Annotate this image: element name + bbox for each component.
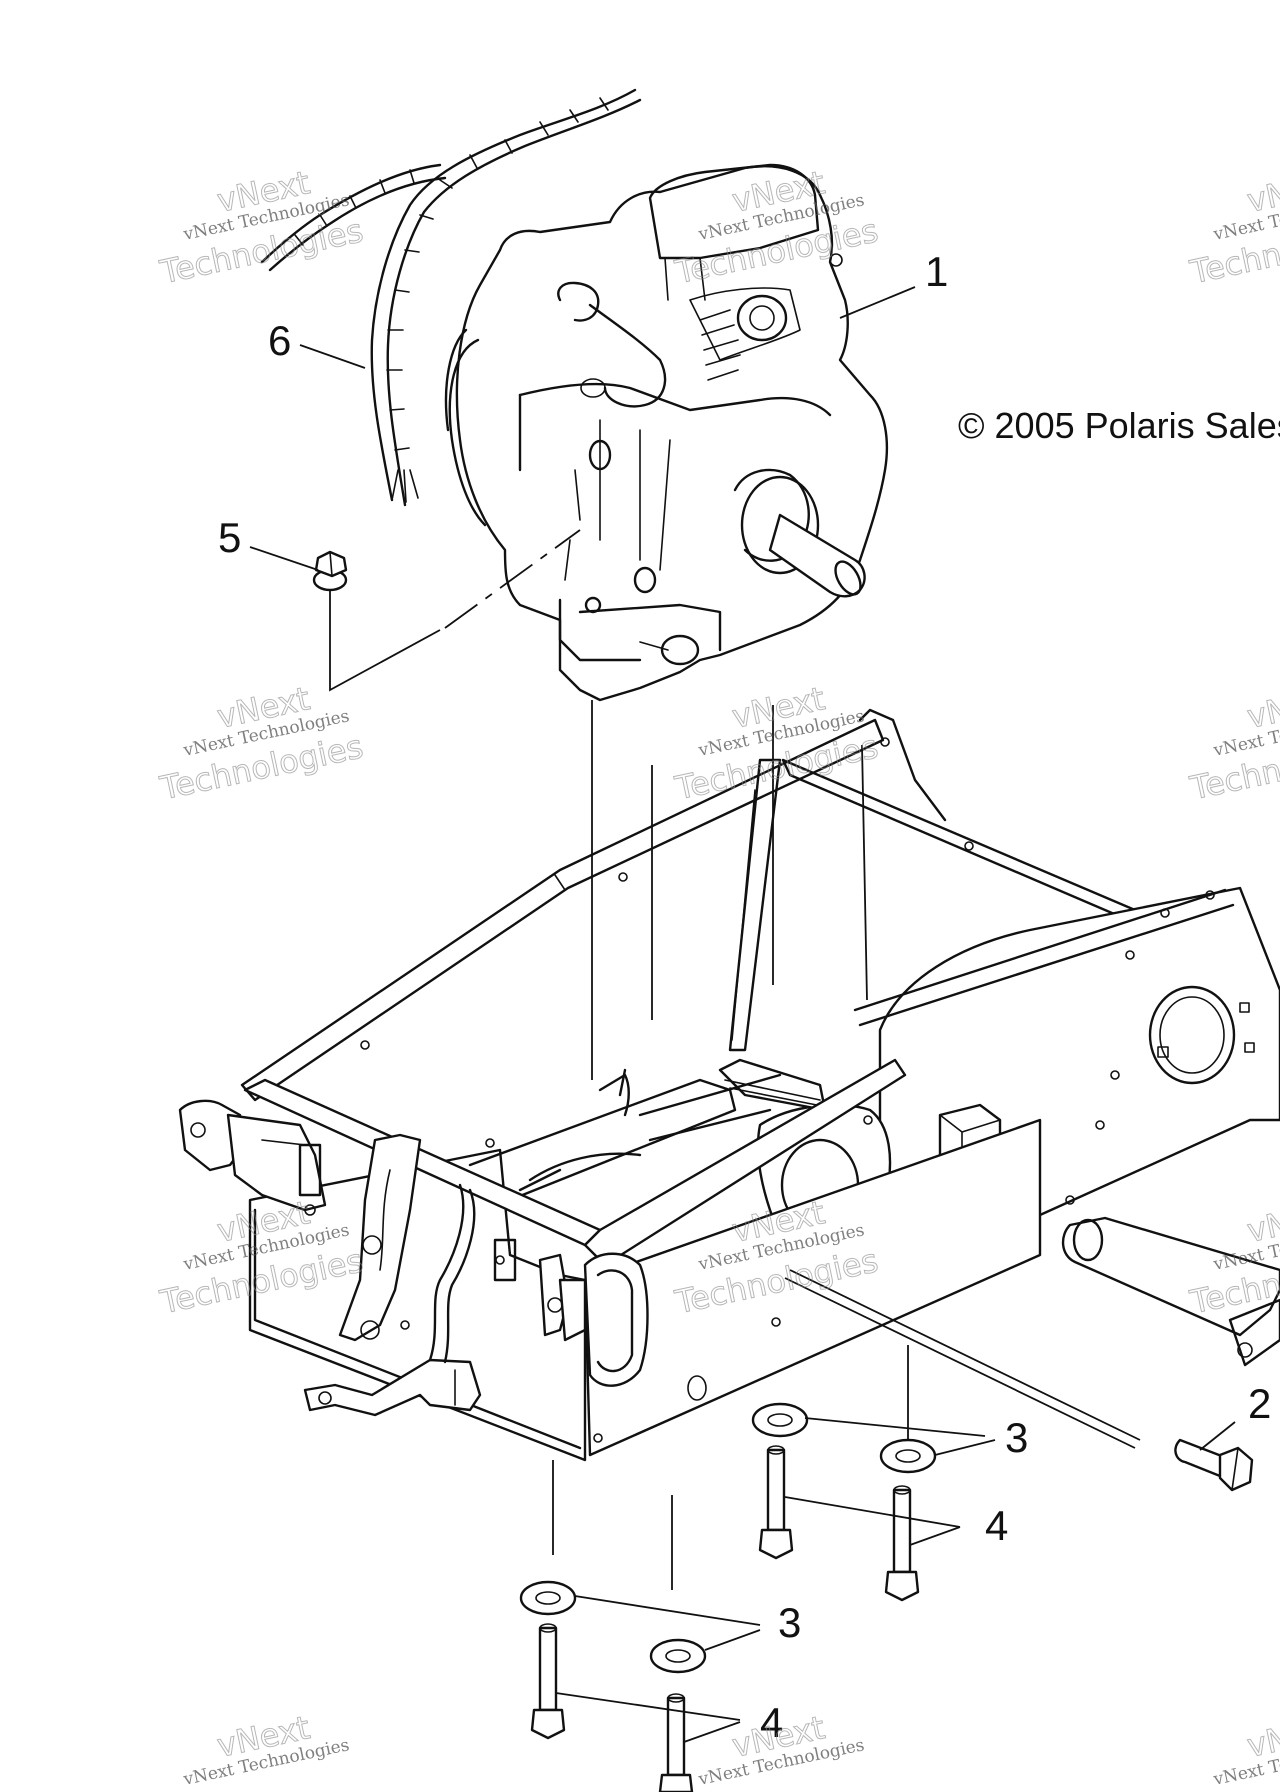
callout-6: 6: [268, 317, 291, 364]
bolt-icon: [1174, 1438, 1254, 1492]
svg-text:vNext: vNext: [1244, 163, 1280, 220]
callout-4: 4: [985, 1502, 1008, 1549]
svg-text:vNext: vNext: [1244, 679, 1280, 736]
flange-nut-icon: [312, 550, 348, 592]
wire-harness-icon: [260, 88, 642, 507]
callout-3: 3: [778, 1599, 801, 1646]
engine-assembly-icon: [444, 163, 888, 702]
bolt-icon: [530, 1445, 920, 1792]
callout-2: 2: [1248, 1380, 1271, 1427]
callout-3: 3: [1005, 1414, 1028, 1461]
callout-5: 5: [218, 514, 241, 561]
washer-icon: [519, 1402, 937, 1674]
callout-4: 4: [760, 1699, 783, 1746]
engine-mount-frame-icon: [178, 708, 1280, 1462]
callout-1: 1: [925, 248, 948, 295]
svg-text:vNext: vNext: [1244, 1708, 1280, 1765]
copyright-notice: © 2005 Polaris Sales: [958, 405, 1280, 446]
alignment-lines: [552, 700, 1141, 1590]
leader-lines: [249, 286, 1236, 1743]
svg-text:vNext: vNext: [1244, 1193, 1280, 1250]
